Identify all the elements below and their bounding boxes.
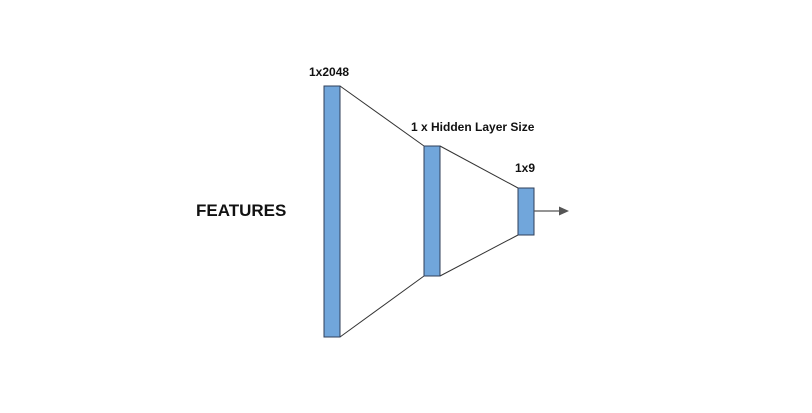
layer-output-label: 1x9 xyxy=(515,161,535,175)
layer-hidden-bar xyxy=(423,145,441,277)
layer-input-label: 1x2048 xyxy=(309,65,349,79)
output-arrow-icon xyxy=(559,206,569,216)
features-label: FEATURES xyxy=(196,201,286,220)
connector-input-hidden-top xyxy=(339,85,425,147)
connector-input-hidden-bottom xyxy=(339,275,425,338)
layer-output-bar xyxy=(517,187,535,236)
connector-hidden-output-top xyxy=(439,145,519,189)
connector-hidden-output-bottom xyxy=(439,234,519,277)
layer-input-bar xyxy=(323,85,341,338)
layer-hidden-label: 1 x Hidden Layer Size xyxy=(411,120,535,134)
